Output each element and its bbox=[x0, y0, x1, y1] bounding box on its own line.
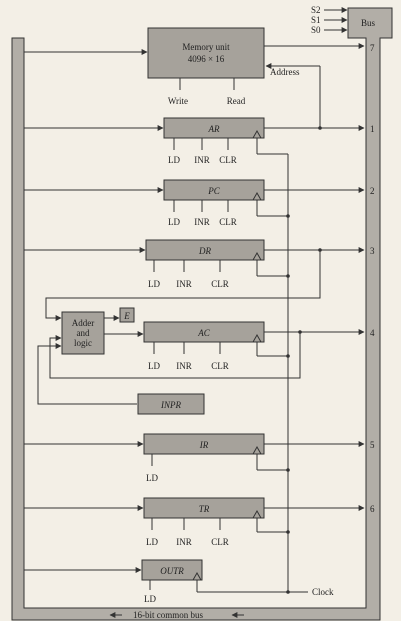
common-bus bbox=[11, 7, 393, 621]
clock-lines bbox=[196, 126, 322, 594]
outr-ld-label: LD bbox=[144, 594, 156, 604]
e-flag-label: E bbox=[123, 311, 130, 321]
register-ir-name: IR bbox=[199, 440, 209, 450]
memory-size: 4096 × 16 bbox=[188, 54, 225, 64]
tr-clr-label: CLR bbox=[211, 537, 229, 547]
memory-unit: Memory unit 4096 × 16 Write Read Address… bbox=[24, 27, 375, 128]
bus-input-5: 5 bbox=[370, 440, 375, 450]
ar-clr-label: CLR bbox=[219, 155, 237, 165]
register-tr: TR 6 LD INR CLR bbox=[24, 497, 375, 547]
e-flag: E bbox=[119, 307, 135, 323]
register-dr-name: DR bbox=[198, 246, 211, 256]
adder-label-line3: logic bbox=[74, 338, 92, 348]
ir-ld-label: LD bbox=[146, 473, 158, 483]
tr-ld-label: LD bbox=[146, 537, 158, 547]
ac-clr-label: CLR bbox=[211, 361, 229, 371]
register-dr: DR 3 LD INR CLR bbox=[24, 239, 375, 321]
register-ir: IR 5 LD bbox=[24, 433, 375, 483]
register-inpr: INPR bbox=[37, 343, 205, 415]
pc-inr-label: INR bbox=[194, 217, 210, 227]
bus-input-1: 1 bbox=[370, 124, 375, 134]
common-bus-label: 16-bit common bus bbox=[133, 610, 203, 620]
adder-label-line2: and bbox=[77, 328, 90, 338]
register-tr-name: TR bbox=[199, 504, 210, 514]
adder-logic: Adder and logic bbox=[61, 311, 144, 355]
memory-read-label: Read bbox=[227, 96, 246, 106]
dr-ld-label: LD bbox=[148, 279, 160, 289]
register-ar: AR 1 LD INR CLR bbox=[24, 117, 375, 165]
register-outr-name: OUTR bbox=[160, 566, 184, 576]
select-line-s1: S1 bbox=[311, 15, 321, 25]
register-pc-name: PC bbox=[207, 186, 220, 196]
register-ar-name: AR bbox=[208, 124, 220, 134]
register-inpr-name: INPR bbox=[160, 400, 181, 410]
pc-ld-label: LD bbox=[168, 217, 180, 227]
ar-ld-label: LD bbox=[168, 155, 180, 165]
memory-title: Memory unit bbox=[182, 42, 230, 52]
bus-input-2: 2 bbox=[370, 186, 375, 196]
register-ac: AC 4 LD INR CLR bbox=[49, 321, 375, 379]
select-lines: S2 S1 S0 bbox=[311, 5, 348, 35]
tr-inr-label: INR bbox=[176, 537, 192, 547]
bus-input-6: 6 bbox=[370, 504, 375, 514]
register-ac-name: AC bbox=[197, 328, 210, 338]
bus-input-4: 4 bbox=[370, 328, 375, 338]
ac-inr-label: INR bbox=[176, 361, 192, 371]
bus-label: Bus bbox=[361, 18, 376, 28]
common-bus-caption: 16-bit common bus bbox=[109, 610, 244, 620]
pc-clr-label: CLR bbox=[219, 217, 237, 227]
ac-ld-label: LD bbox=[148, 361, 160, 371]
memory-write-label: Write bbox=[168, 96, 188, 106]
ar-inr-label: INR bbox=[194, 155, 210, 165]
memory-address-label: Address bbox=[270, 67, 300, 77]
select-line-s0: S0 bbox=[311, 25, 321, 35]
clock-label: Clock bbox=[312, 587, 334, 597]
select-line-s2: S2 bbox=[311, 5, 321, 15]
dr-inr-label: INR bbox=[176, 279, 192, 289]
register-pc: PC 2 LD INR CLR bbox=[24, 179, 375, 227]
bus-input-3: 3 bbox=[370, 246, 375, 256]
bus-input-7: 7 bbox=[370, 43, 375, 53]
adder-label-line1: Adder bbox=[72, 318, 95, 328]
register-outr: OUTR LD bbox=[24, 559, 203, 604]
dr-clr-label: CLR bbox=[211, 279, 229, 289]
